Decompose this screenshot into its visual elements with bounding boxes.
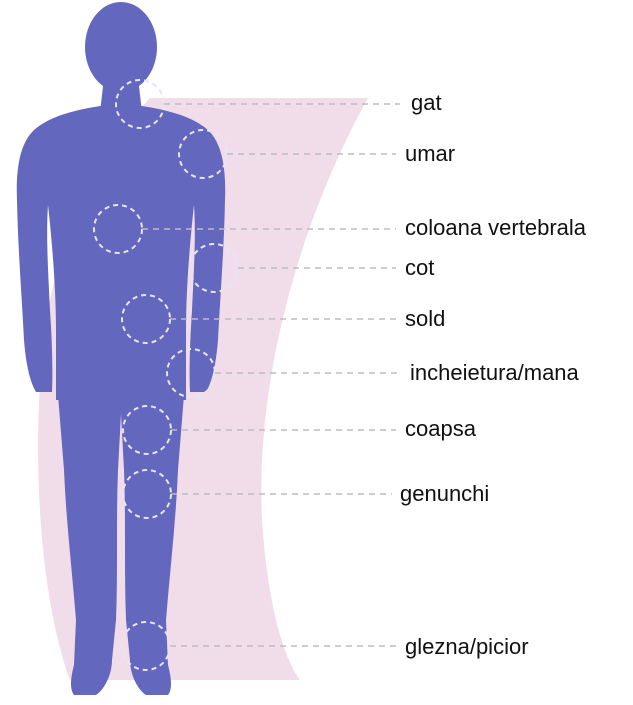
- label-knee: genunchi: [400, 483, 489, 505]
- label-elbow: cot: [405, 257, 434, 279]
- label-ankle: glezna/picior: [405, 636, 529, 658]
- label-neck: gat: [411, 92, 442, 114]
- label-wrist: incheietura/mana: [410, 362, 579, 384]
- label-spine: coloana vertebrala: [405, 217, 586, 239]
- label-thigh: coapsa: [405, 418, 476, 440]
- label-hip: sold: [405, 308, 445, 330]
- label-shoulder: umar: [405, 143, 455, 165]
